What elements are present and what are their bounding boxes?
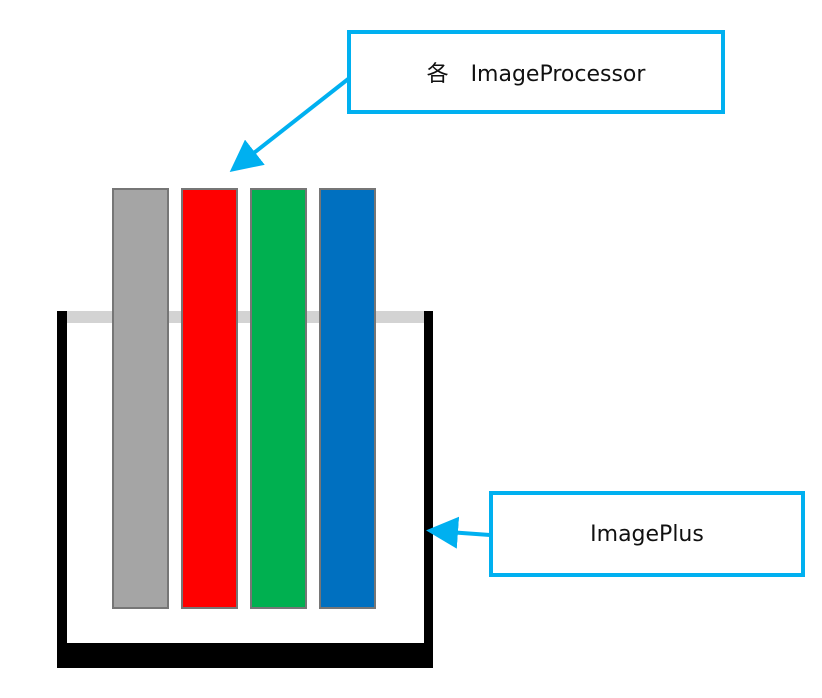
image-processor-label: 各 ImageProcessor: [426, 62, 646, 87]
container-bottom: [57, 643, 433, 668]
container-left-wall: [57, 311, 67, 668]
blue-channel-bar: [319, 188, 376, 609]
green-channel-bar: [250, 188, 307, 609]
image-processor-label-box: 各 ImageProcessor: [347, 30, 725, 114]
processor-arrow: [229, 74, 354, 172]
imageplus-label: ImagePlus: [590, 521, 704, 547]
imageplus-label-box: ImagePlus: [489, 491, 805, 577]
container-right-wall: [424, 311, 433, 668]
red-channel-bar: [181, 188, 238, 609]
gray-channel-bar: [112, 188, 169, 609]
imageplus-arrow: [426, 516, 491, 549]
